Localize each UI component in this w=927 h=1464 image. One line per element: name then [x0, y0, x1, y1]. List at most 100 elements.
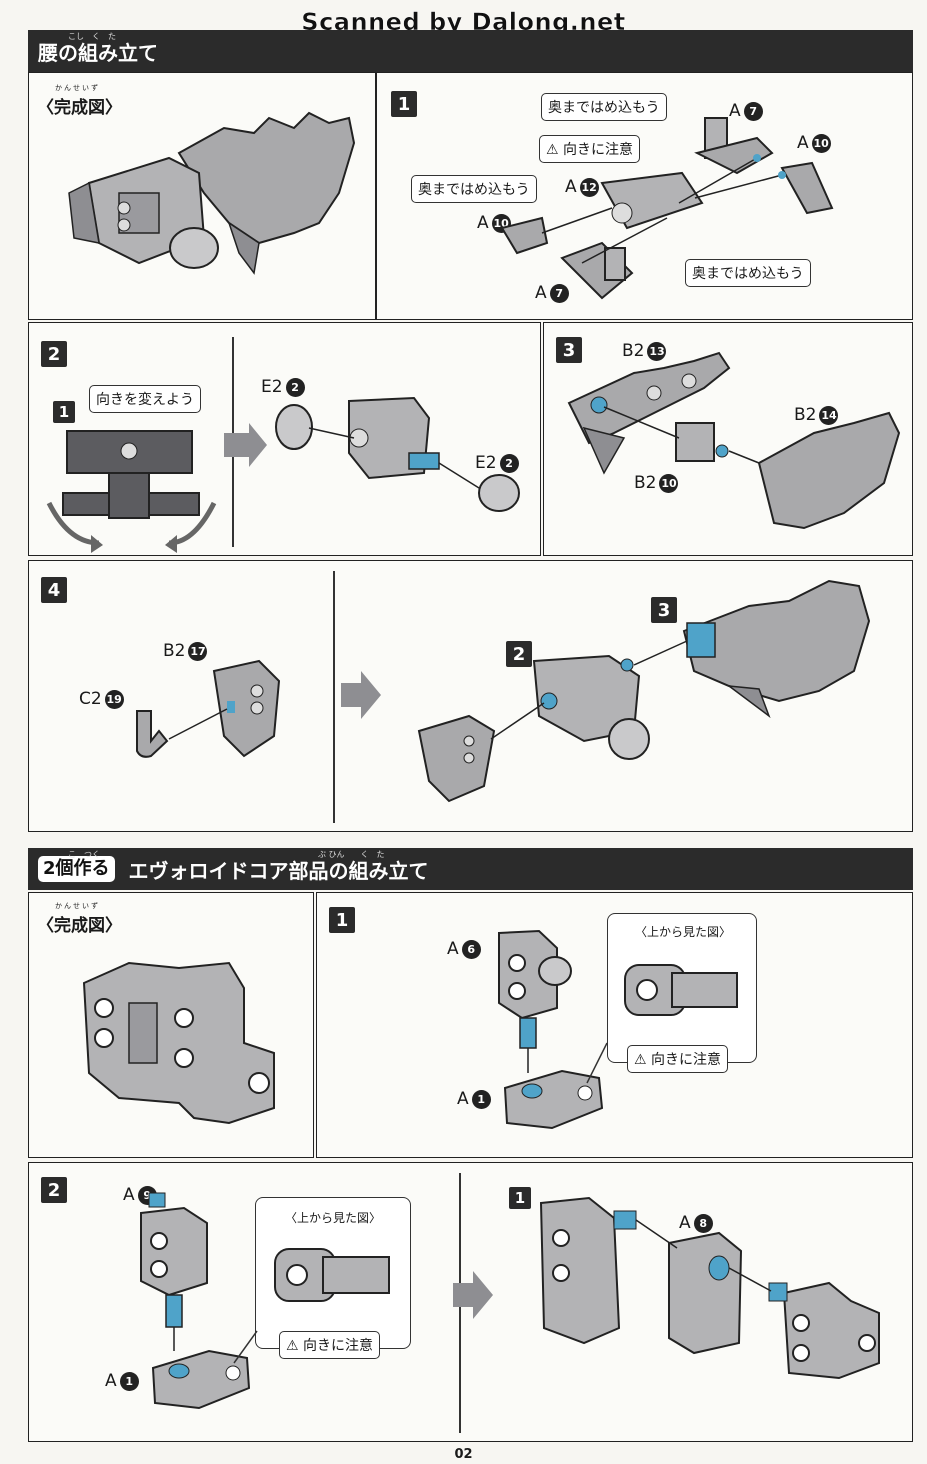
core-complete-illustration — [82, 961, 275, 1125]
step-number: 1 — [391, 91, 417, 117]
waist-complete-illustration — [68, 111, 356, 275]
note-caution: ⚠ 向きに注意 — [539, 135, 641, 163]
runner: B2 — [163, 641, 186, 661]
top-view-title: 〈上から見た図〉 — [285, 1211, 382, 1225]
top-view-title: 〈上から見た図〉 — [635, 925, 732, 939]
section-header-core: こ つく ぶ ひん く た 2個作る エヴォロイドコア部品の組み立て — [28, 848, 913, 890]
complete-text: 〈完成図〉 — [37, 98, 122, 118]
runner: B2 — [622, 341, 645, 361]
make-two-tag: 2個作る — [38, 856, 115, 882]
step4-illustration — [136, 579, 871, 803]
note-change-direction: 向きを変えよう — [89, 385, 201, 413]
step-number: 2 — [41, 341, 67, 367]
note-push-in: 奥まではめ込もう — [685, 259, 811, 287]
part-number: 6 — [461, 939, 481, 959]
section-header-waist: こし く た 腰の組み立て — [28, 30, 913, 72]
step1-illustration — [500, 117, 834, 300]
warning-icon: ⚠ — [634, 1052, 647, 1068]
note-push-in: 奥まではめ込もう — [411, 175, 537, 203]
runner: A — [123, 1185, 135, 1205]
warning-icon: ⚠ — [286, 1338, 299, 1354]
note-caution: ⚠ 向きに注意 — [627, 1045, 729, 1073]
part-number: 2 — [499, 453, 519, 473]
section-ruby: ぶ ひん く た — [318, 850, 385, 859]
part-number: 2 — [285, 377, 305, 397]
caution-text: 向きに注意 — [303, 1338, 374, 1354]
reference-step: 3 — [651, 597, 677, 623]
section-ruby: こし く た — [68, 32, 116, 41]
part-number: 10 — [811, 133, 831, 153]
complete-ruby: かんせいず — [55, 84, 100, 92]
step3-illustration — [567, 351, 901, 530]
step-number: 1 — [329, 907, 355, 933]
step-number: 3 — [556, 337, 582, 363]
runner: A — [797, 133, 809, 153]
part-number: 8 — [693, 1213, 713, 1233]
complete-text: 〈完成図〉 — [37, 916, 122, 936]
complete-ruby: かんせいず — [55, 902, 100, 910]
runner: A — [565, 177, 577, 197]
part-number: 1 — [471, 1089, 491, 1109]
step2-illustration — [46, 396, 520, 553]
part-number: 14 — [819, 405, 839, 425]
panel-complete-core: かんせいず 〈完成図〉 — [28, 892, 314, 1158]
caution-text: 向きに注意 — [563, 142, 634, 158]
part-number: 10 — [659, 473, 679, 493]
tag-ruby: こ つく — [68, 850, 100, 859]
runner: A — [447, 939, 459, 959]
complete-label: かんせいず 〈完成図〉 — [37, 902, 122, 936]
runner: E2 — [475, 453, 497, 473]
panel-complete-waist: かんせいず 〈完成図〉 — [28, 72, 376, 320]
note-push-in: 奥まではめ込もう — [541, 93, 667, 121]
runner: C2 — [79, 689, 102, 709]
part-number: 12 — [579, 177, 599, 197]
step-number: 2 — [41, 1177, 67, 1203]
sub-step-number: 1 — [509, 1187, 531, 1209]
part-number: 13 — [647, 341, 667, 361]
runner: A — [105, 1371, 117, 1391]
step-number: 4 — [41, 577, 67, 603]
section-title: 腰の組み立て — [38, 40, 158, 65]
note-caution: ⚠ 向きに注意 — [279, 1331, 381, 1359]
complete-label: かんせいず 〈完成図〉 — [37, 84, 122, 118]
core-step2-illustration — [140, 1192, 880, 1410]
runner: A — [477, 213, 489, 233]
part-number: 17 — [188, 641, 208, 661]
runner: A — [729, 101, 741, 121]
runner: B2 — [794, 405, 817, 425]
section-title: エヴォロイドコア部品の組み立て — [128, 858, 429, 883]
warning-icon: ⚠ — [546, 142, 559, 158]
reference-step: 2 — [506, 641, 532, 667]
part-number: 19 — [104, 689, 124, 709]
core-step1-illustration — [498, 929, 738, 1130]
runner: B2 — [634, 473, 657, 493]
part-number: 1 — [119, 1371, 139, 1391]
caution-text: 向きに注意 — [651, 1052, 722, 1068]
sub-step-number: 1 — [53, 401, 75, 423]
divider — [333, 571, 335, 823]
runner: A — [679, 1213, 691, 1233]
runner: E2 — [261, 377, 283, 397]
page-number: 02 — [454, 1447, 473, 1462]
